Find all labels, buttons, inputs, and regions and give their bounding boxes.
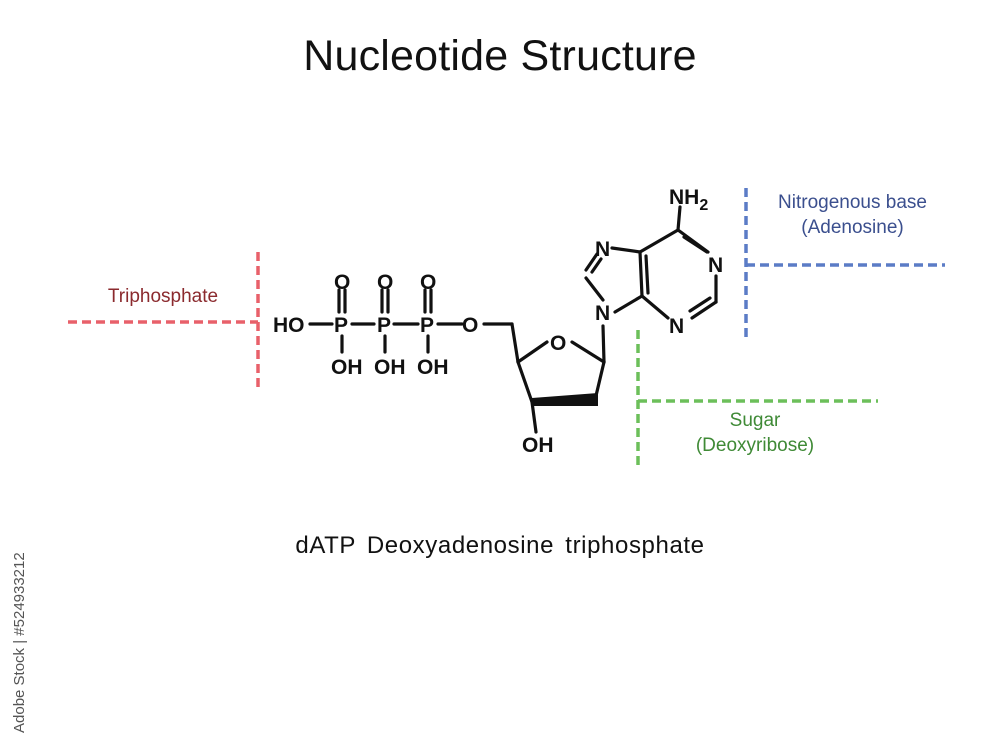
triphosphate-bracket [68,252,260,392]
base-bracket [744,188,945,340]
sugar-label-line2: (Deoxyribose) [695,435,815,456]
stock-watermark-text: Adobe Stock | #524933212 [11,552,28,733]
atom-o-ring: O [550,332,566,355]
sugar-label-line1: Sugar [729,410,781,431]
nitrogenous-base-label: Nitrogenous base (Adenosine) [745,190,960,240]
molecule-bonds [308,205,718,434]
atom-o-p2: O [377,271,393,294]
atom-p3: P [420,314,434,337]
atom-n9: N [595,302,610,325]
sugar-bracket [636,330,878,470]
atom-oh-p3: OH [417,356,449,379]
atom-n1: N [708,254,723,277]
atom-oh-sugar: OH [522,434,554,457]
nitrogenous-base-label-line1: Nitrogenous base [778,192,927,213]
stock-watermark: Adobe Stock | #524933212 [11,552,28,733]
atom-o-p1: O [334,271,350,294]
atom-oh-p2: OH [374,356,406,379]
triphosphate-label: Triphosphate [88,284,238,309]
diagram-title: Nucleotide Structure [303,32,697,80]
atom-labels: HO P P P O O O O OH OH OH O OH N N N N N… [273,186,723,457]
nitrogenous-base-label-line2: (Adenosine) [801,217,904,238]
atom-n7: N [595,238,610,261]
molecule-caption: dATP Deoxyadenosine triphosphate [295,532,705,559]
atom-o-bridge: O [462,314,478,337]
atom-n3: N [669,315,684,338]
triphosphate-label-text: Triphosphate [107,286,219,307]
sugar-wedge-bond [532,393,598,406]
atom-nh2: NH2 [669,186,708,214]
atom-p2: P [377,314,391,337]
atom-o-p3: O [420,271,436,294]
atom-oh-p1: OH [331,356,363,379]
atom-ho: HO [273,314,305,337]
sugar-label: Sugar (Deoxyribose) [670,408,840,458]
atom-p1: P [334,314,348,337]
